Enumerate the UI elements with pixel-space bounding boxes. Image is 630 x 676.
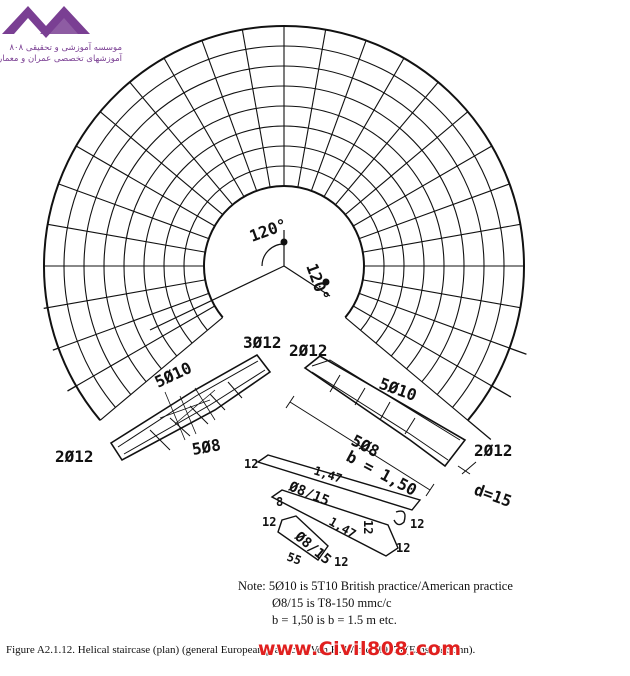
cross-sections [109, 353, 477, 561]
right-section-links [329, 374, 416, 435]
leader-line [467, 419, 492, 441]
label-12-b: 12 [361, 520, 375, 534]
angle-dot [280, 238, 288, 246]
label-8: 8 [276, 495, 283, 509]
institute-logo [2, 6, 90, 38]
plan-step-line [241, 29, 271, 188]
plan-step-line [58, 292, 210, 349]
label-2d12-top: 2Ø12 [289, 341, 328, 360]
label-12-a: 12 [244, 457, 258, 471]
b-dimension-line [285, 395, 435, 497]
plan-step-line [201, 40, 258, 192]
logo-text-line1: موسسه آموزشی و تحقیقی ۸۰۸ [9, 43, 122, 53]
angle-label-right: 120° [302, 261, 333, 304]
plan-step-line [310, 40, 367, 192]
label-147-a: 1,47 [312, 464, 344, 486]
label-5d8-left: 5Ø8 [190, 435, 222, 459]
plan-step-line [358, 183, 510, 240]
left-section-outline [109, 353, 272, 462]
plan-step-line [58, 183, 210, 240]
logo-text-line2: آموزشهای تخصصی عمران و معماری [0, 54, 122, 64]
note-line-3: b = 1,50 is b = 1.5 m etc. [272, 613, 397, 627]
label-2d12-right: 2Ø12 [474, 441, 513, 460]
plan-step-line [297, 29, 327, 188]
right-section-rebar-top [311, 359, 461, 441]
right-section-outline [303, 355, 467, 468]
center-line-left [149, 265, 285, 331]
staircase-plan [43, 25, 527, 441]
plan-step-line [358, 292, 510, 349]
leader-line [509, 347, 527, 355]
note-line-1: Note: 5Ø10 is 5T10 British practice/Amer… [238, 579, 513, 593]
plan-step-line [99, 317, 224, 421]
leader-line [67, 385, 77, 392]
plan-step-line [353, 145, 493, 227]
leader-line [491, 385, 512, 398]
left-section-rebar-bottom [123, 369, 266, 455]
watermark: www.Civil808.com [258, 638, 462, 660]
plan-step-line [75, 305, 215, 387]
leader-line [52, 347, 59, 351]
d-dimension-line [457, 461, 477, 475]
bent-bar-long [256, 454, 422, 511]
label-12-f: 12 [334, 555, 348, 569]
label-12-d: 12 [396, 541, 410, 555]
plan-step-line [323, 57, 405, 197]
plan-step-line [163, 57, 245, 197]
angle-arc [261, 243, 285, 267]
plan-step-line [99, 111, 224, 215]
label-5d10-left: 5Ø10 [152, 358, 195, 392]
bent-bar-short [277, 515, 329, 561]
left-section-hatch [159, 387, 216, 441]
leader-line [43, 307, 48, 310]
label-55: 55 [285, 550, 303, 568]
hook-detail [393, 510, 406, 526]
bent-bar-medium [270, 489, 399, 557]
plan-arc [203, 185, 365, 319]
plan-step-line [362, 279, 521, 309]
plan-step-line [344, 111, 469, 215]
label-12-c: 12 [410, 517, 424, 531]
plan-step-line [362, 223, 521, 253]
center-line-right [283, 265, 331, 297]
figure-caption: Figure A2.1.12. Helical staircase (plan)… [6, 644, 476, 656]
plan-step-line [353, 305, 493, 387]
plan-step-line [47, 223, 206, 253]
right-section-rebar-bottom [311, 371, 449, 461]
label-12-e: 12 [262, 515, 276, 529]
left-section-rebar-top [117, 360, 259, 448]
plan-step-line [335, 81, 439, 206]
plan-step-line [47, 279, 206, 309]
label-3d12: 3Ø12 [243, 333, 282, 352]
label-d: d=15 [472, 480, 515, 511]
angle-dot [322, 278, 330, 286]
label-147-b: 1,47 [327, 514, 359, 541]
plan-step-line [344, 317, 469, 421]
label-2d12-left: 2Ø12 [55, 447, 94, 466]
note-line-2: Ø8/15 is T8-150 mmc/c [272, 596, 392, 610]
plan-step-line [75, 145, 215, 227]
plan-step-line [129, 81, 233, 206]
